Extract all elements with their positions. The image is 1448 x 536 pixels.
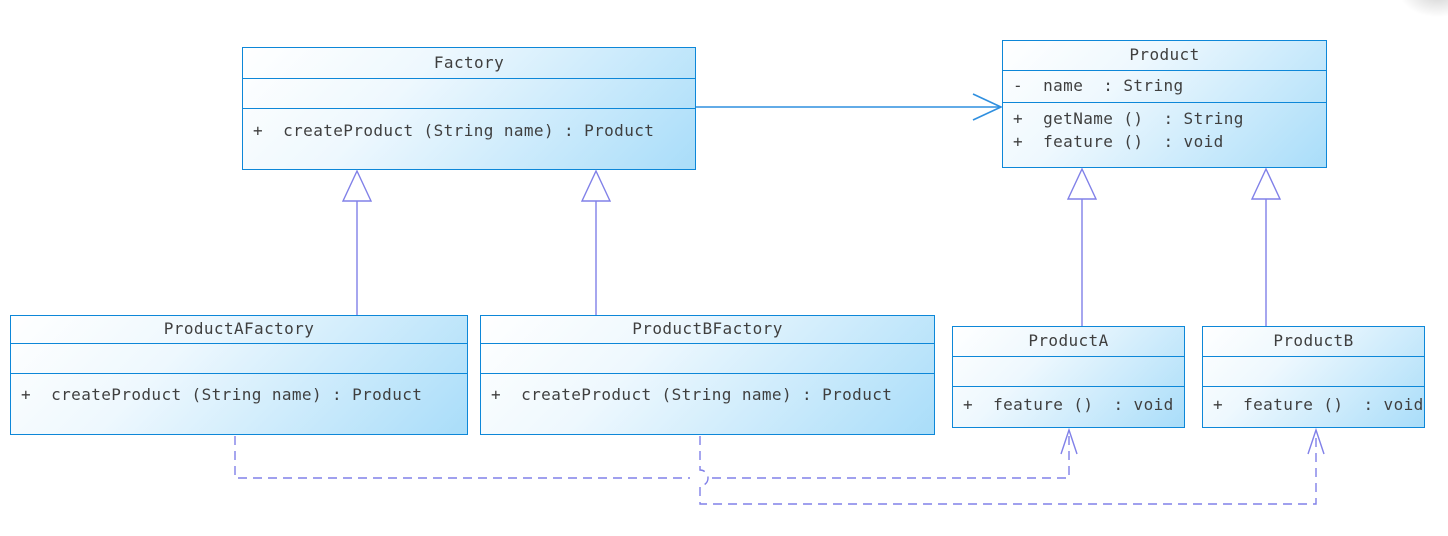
dependency-productafactory-producta-edge <box>234 427 1078 479</box>
attributes-compartment <box>481 344 934 374</box>
class-name-factory: Factory <box>243 48 695 79</box>
hollow-triangle-icon <box>341 169 373 202</box>
method-item: + getName () : String <box>1013 109 1244 128</box>
class-box-productafactory: ProductAFactory + createProduct (String … <box>10 315 468 435</box>
methods-compartment: + feature () : void <box>953 387 1184 427</box>
method-item: + feature () : void <box>1213 395 1424 414</box>
method-item: + feature () : void <box>963 395 1174 414</box>
class-name-productbfactory: ProductBFactory <box>481 316 934 344</box>
open-arrowhead-icon <box>972 93 1003 121</box>
methods-compartment: + getName () : String + feature () : voi… <box>1003 103 1326 167</box>
class-box-productbfactory: ProductBFactory + createProduct (String … <box>480 315 935 435</box>
methods-compartment: + createProduct (String name) : Product <box>243 109 695 169</box>
method-item: + feature () : void <box>1013 132 1224 151</box>
methods-compartment: + createProduct (String name) : Product <box>11 374 467 434</box>
dependency-productbfactory-productb-edge <box>699 427 1325 505</box>
class-box-productb: ProductB + feature () : void <box>1202 326 1425 428</box>
attributes-compartment <box>953 357 1184 387</box>
generalization-productafactory-factory-edge <box>341 169 373 315</box>
generalization-producta-product-edge <box>1066 167 1098 326</box>
method-item: + createProduct (String name) : Product <box>491 385 893 404</box>
method-item: + createProduct (String name) : Product <box>21 385 423 404</box>
attributes-compartment: - name : String <box>1003 71 1326 103</box>
class-box-factory: Factory + createProduct (String name) : … <box>242 47 696 170</box>
class-box-product: Product - name : String + getName () : S… <box>1002 40 1327 168</box>
class-name-productb: ProductB <box>1203 327 1424 357</box>
generalization-productbfactory-factory-edge <box>580 169 612 315</box>
attributes-compartment <box>243 79 695 109</box>
open-arrowhead-icon <box>1060 427 1078 455</box>
hollow-triangle-icon <box>580 169 612 202</box>
class-name-productafactory: ProductAFactory <box>11 316 467 344</box>
hollow-triangle-icon <box>1250 167 1282 200</box>
open-arrowhead-icon <box>1307 427 1325 455</box>
hollow-triangle-icon <box>1066 167 1098 200</box>
attribute-item: - name : String <box>1013 76 1184 95</box>
methods-compartment: + createProduct (String name) : Product <box>481 374 934 434</box>
generalization-productb-product-edge <box>1250 167 1282 326</box>
class-name-product: Product <box>1003 41 1326 71</box>
class-name-producta: ProductA <box>953 327 1184 357</box>
class-box-producta: ProductA + feature () : void <box>952 326 1185 428</box>
attributes-compartment <box>11 344 467 374</box>
attributes-compartment <box>1203 357 1424 387</box>
methods-compartment: + feature () : void <box>1203 387 1424 427</box>
method-item: + createProduct (String name) : Product <box>253 121 655 140</box>
clipped-corner-artifact <box>1398 0 1448 18</box>
association-factory-product-edge <box>696 93 1003 121</box>
